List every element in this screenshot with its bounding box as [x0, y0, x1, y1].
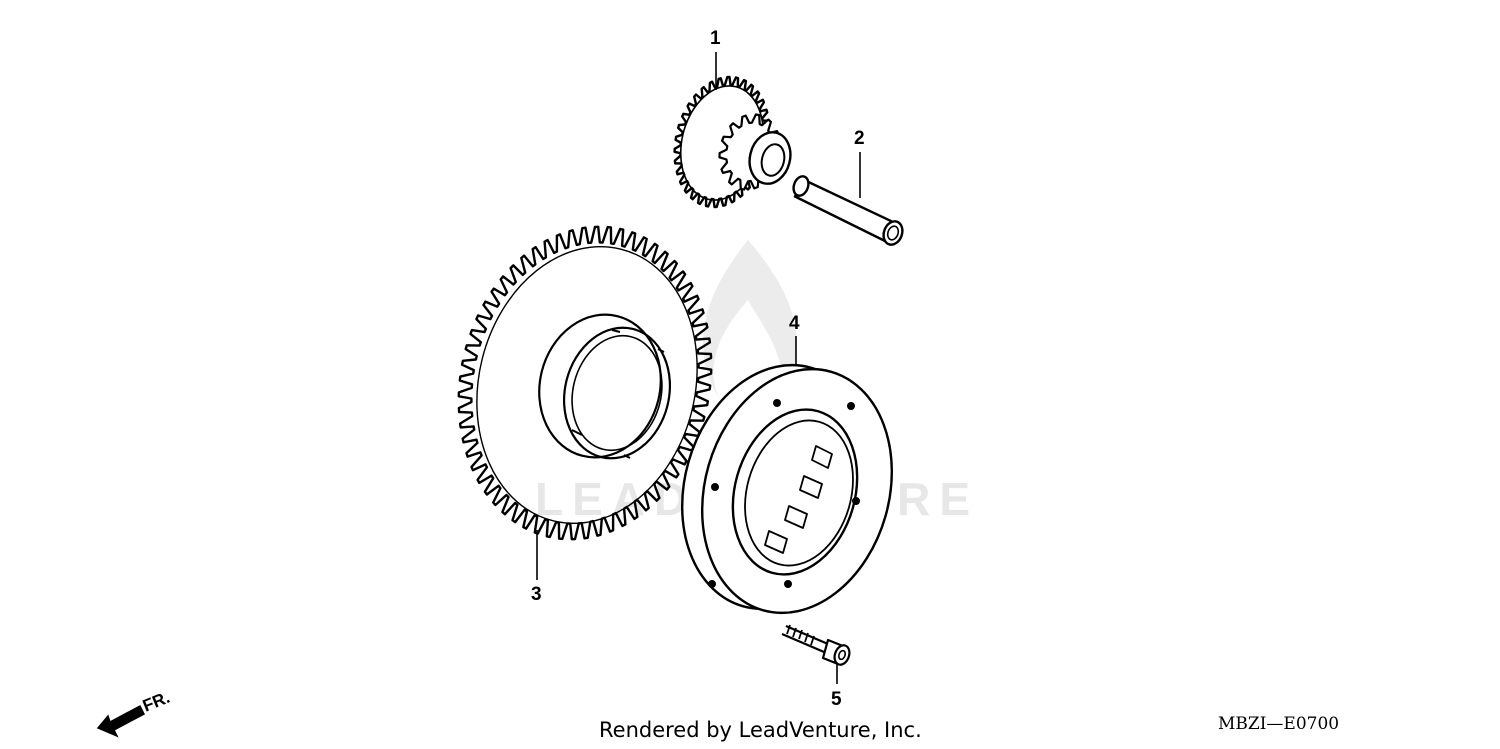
part-5-bolt [781, 624, 851, 666]
callout-5[interactable]: 5 [831, 689, 842, 710]
callout-2[interactable]: 2 [854, 128, 865, 149]
leader-lines [536, 52, 861, 684]
callout-1[interactable]: 1 [710, 28, 721, 49]
part-1-reduction-gear [673, 75, 792, 209]
front-direction-arrow-icon [96, 704, 145, 738]
part-3-driven-gear [457, 225, 713, 541]
callout-3[interactable]: 3 [531, 584, 542, 605]
part-4-one-way-clutch [680, 363, 894, 615]
render-credit: Rendered by LeadVenture, Inc. [599, 718, 922, 742]
part-2-shaft [792, 175, 904, 246]
diagram-code: MBZI—E0700 [1218, 714, 1340, 734]
callout-4[interactable]: 4 [789, 313, 800, 334]
